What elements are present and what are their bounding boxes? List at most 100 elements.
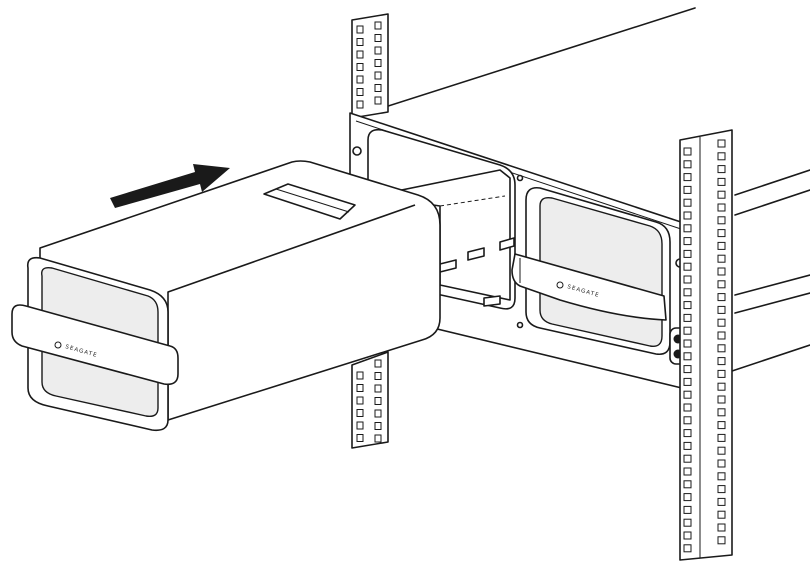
rail-hole — [717, 536, 726, 545]
rail-hole — [717, 459, 726, 468]
rail-hole — [683, 544, 692, 553]
rail-hole — [717, 421, 726, 430]
rail-hole — [717, 497, 726, 506]
rail-hole — [683, 416, 692, 425]
rail-hole — [717, 446, 726, 455]
bay-rail-slots — [439, 237, 515, 307]
rail-hole — [717, 344, 726, 353]
rail-hole — [717, 229, 726, 238]
rack-screw-icon — [352, 146, 362, 156]
rail-hole — [717, 395, 726, 404]
drive-handle — [11, 304, 179, 386]
rail-hole — [683, 326, 692, 335]
rail-hole — [717, 485, 726, 494]
rail-hole — [717, 241, 726, 250]
rail-hole — [374, 71, 382, 80]
insert-direction-arrow — [110, 164, 230, 208]
rail-hole — [683, 313, 692, 322]
rail-hole — [356, 88, 364, 96]
rail-hole — [717, 305, 726, 314]
rail-hole — [683, 377, 692, 386]
rail-hole — [683, 493, 692, 502]
rail-hole — [374, 409, 382, 418]
rail-hole — [356, 63, 364, 71]
rail-hole — [356, 50, 364, 59]
rail-hole — [374, 84, 382, 92]
rack-screw-icon — [516, 321, 524, 329]
rail-hole — [717, 433, 726, 442]
rail-hole — [683, 403, 692, 412]
rail-hole — [356, 75, 364, 84]
right-rack-rail — [679, 129, 733, 561]
rail-hole — [683, 480, 692, 489]
rail-hole — [683, 173, 692, 182]
rail-hole — [374, 96, 382, 105]
rail-hole — [356, 434, 364, 442]
rail-hole — [717, 152, 726, 161]
rail-hole — [717, 369, 726, 378]
rail-hole — [683, 147, 692, 156]
rail-hole — [374, 397, 382, 405]
left-rack-rail — [351, 13, 389, 449]
rail-hole — [683, 301, 692, 310]
rail-hole — [683, 518, 692, 527]
rail-hole — [683, 198, 692, 207]
rail-hole — [683, 224, 692, 233]
installed-drive: SEAGATE — [511, 196, 687, 365]
rail-hole — [717, 472, 726, 481]
rail-hole — [717, 331, 726, 340]
rail-hole — [683, 531, 692, 540]
rail-hole — [717, 510, 726, 519]
drive-being-inserted: SEAGATE — [11, 160, 441, 432]
rail-hole — [717, 203, 726, 212]
rail-hole — [683, 185, 692, 194]
rail-hole — [356, 25, 364, 34]
rail-hole — [374, 422, 382, 430]
rail-hole — [683, 339, 692, 348]
rail-hole — [683, 429, 692, 438]
rail-hole — [683, 262, 692, 271]
rail-hole — [717, 523, 726, 532]
rack-screw-icon — [516, 174, 524, 182]
rail-hole — [374, 434, 382, 443]
rail-hole — [356, 384, 364, 392]
rail-hole — [356, 409, 364, 417]
rail-hole — [717, 177, 726, 186]
rail-hole — [683, 467, 692, 476]
rail-hole — [717, 254, 726, 263]
rail-hole — [717, 357, 726, 366]
rail-hole — [374, 34, 382, 42]
rail-hole — [374, 59, 382, 67]
rail-hole — [374, 384, 382, 393]
rail-hole — [683, 211, 692, 220]
rail-hole — [717, 318, 726, 327]
rail-hole — [683, 390, 692, 399]
rail-hole — [683, 237, 692, 246]
rail-hole — [356, 38, 364, 46]
rail-hole — [717, 216, 726, 225]
rail-hole — [683, 505, 692, 514]
rail-hole — [717, 408, 726, 417]
rail-hole — [683, 160, 692, 169]
rail-hole — [374, 21, 382, 30]
rail-hole — [374, 46, 382, 55]
rail-hole — [356, 396, 364, 405]
rail-hole — [683, 454, 692, 463]
rail-hole — [717, 382, 726, 391]
rail-hole — [683, 441, 692, 450]
seagate-logo-icon — [556, 281, 564, 289]
rail-hole — [683, 288, 692, 297]
rail-hole — [356, 100, 364, 109]
rail-hole — [356, 421, 364, 430]
rail-hole — [717, 165, 726, 174]
rail-hole — [356, 371, 364, 380]
rail-hole — [717, 139, 726, 148]
rail-hole — [683, 352, 692, 361]
rail-hole — [374, 372, 382, 380]
rail-hole — [683, 365, 692, 374]
rail-hole — [717, 293, 726, 302]
rail-hole — [683, 249, 692, 258]
rail-hole — [683, 275, 692, 284]
